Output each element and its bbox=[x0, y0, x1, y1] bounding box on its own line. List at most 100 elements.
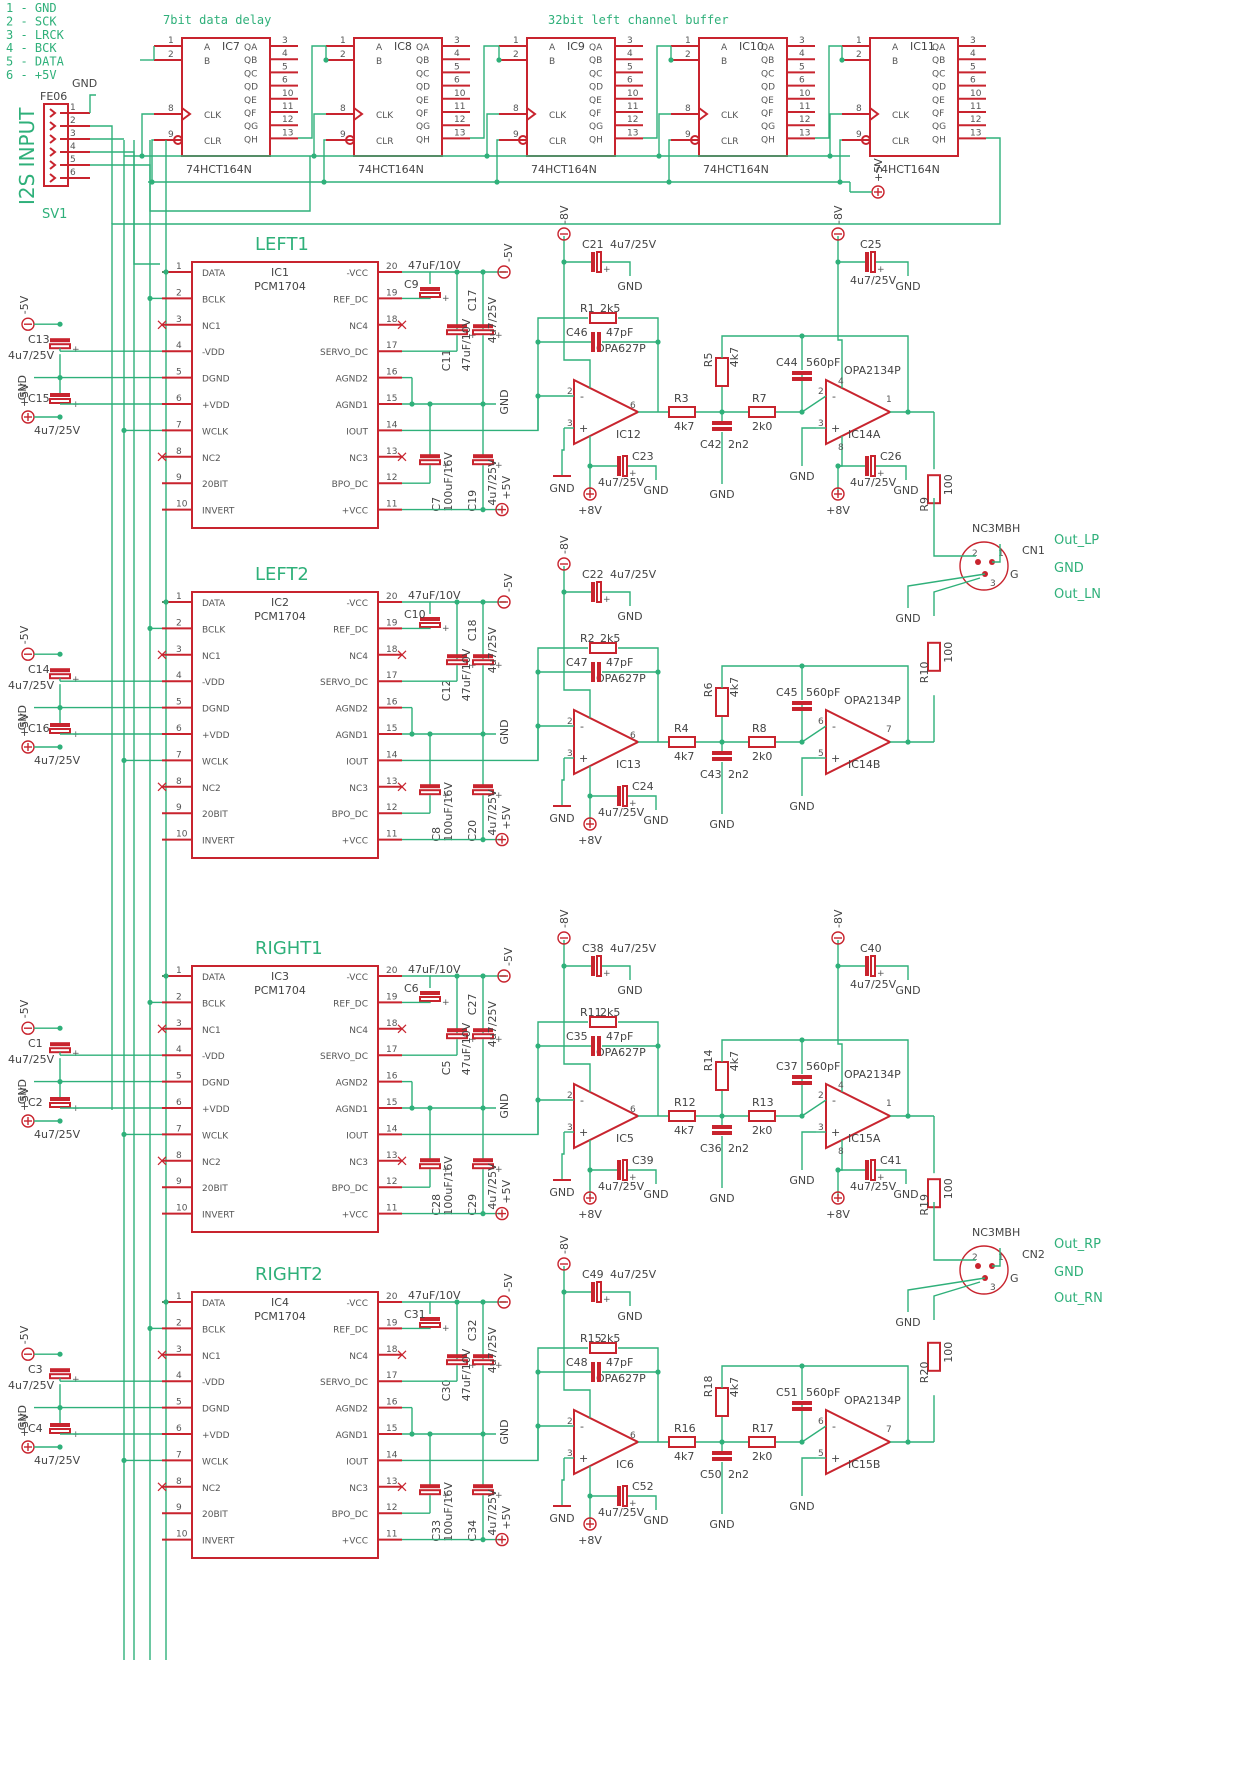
sr-pin-number: 1 bbox=[340, 36, 346, 46]
connector-pin-number: 5 bbox=[70, 155, 76, 165]
ground-label: GND bbox=[617, 984, 642, 997]
junction bbox=[163, 973, 169, 979]
res-value: 100 bbox=[942, 642, 955, 663]
cap-plate bbox=[50, 338, 70, 343]
nc-mark bbox=[397, 1482, 407, 1492]
res-ref: R18 bbox=[702, 1376, 715, 1398]
sr-pin-number: 2 bbox=[685, 50, 691, 60]
polarity-mark: + bbox=[72, 1375, 80, 1385]
supply-symbol: -5V bbox=[497, 243, 515, 279]
legend-line: 1 - GND bbox=[6, 1, 57, 15]
junction bbox=[57, 321, 63, 327]
res-value: 2k0 bbox=[752, 750, 772, 763]
cap-plate bbox=[50, 1042, 70, 1047]
cap-value: 47uF/10V bbox=[408, 589, 461, 602]
polarity-mark: + bbox=[877, 969, 885, 979]
dac-pin-number: 10 bbox=[176, 500, 188, 510]
cap-value: 4u7/25V bbox=[850, 476, 897, 489]
cap-plate bbox=[597, 662, 601, 682]
sr-pin-name: QH bbox=[761, 135, 775, 145]
wire bbox=[537, 317, 588, 431]
series-resistor bbox=[668, 1110, 696, 1122]
opamp-pin-number: 3 bbox=[567, 1123, 573, 1133]
cap-plate bbox=[472, 789, 494, 796]
sr-ref: IC9 bbox=[567, 40, 585, 53]
sr-pin-number: 1 bbox=[856, 36, 862, 46]
cap-value: 47uF/10V bbox=[460, 1022, 473, 1075]
ground-label: GND bbox=[895, 1316, 920, 1329]
supply-label: +8V bbox=[578, 834, 602, 847]
sr-pin-name: A bbox=[204, 43, 211, 53]
opamp-ref: IC15B bbox=[848, 1458, 880, 1471]
cap-ref: C44 bbox=[776, 356, 798, 369]
nc-mark bbox=[397, 1156, 407, 1166]
dac-pin-name: DATA bbox=[202, 269, 226, 279]
cap-value: 4u7/25V bbox=[34, 424, 81, 437]
connector-pin-label: Out_LN bbox=[1054, 587, 1101, 602]
sr-pin-number: 12 bbox=[970, 115, 981, 125]
input-cap-bottom: + bbox=[49, 723, 80, 740]
opamp-pin-number: 3 bbox=[818, 419, 824, 429]
cap-plate bbox=[419, 292, 441, 298]
cap-ref: C8 bbox=[430, 827, 443, 842]
cap-plate bbox=[50, 1423, 70, 1427]
plus-sign: + bbox=[831, 422, 840, 435]
dac-pin-name: NC2 bbox=[202, 454, 221, 464]
opamp-pin-number: 6 bbox=[630, 1431, 636, 1441]
junction bbox=[587, 793, 593, 799]
sr-pin-name: QD bbox=[761, 83, 775, 93]
connector-pin bbox=[49, 160, 57, 170]
cap-ref: C14 bbox=[28, 663, 50, 676]
sr-pin-number: 4 bbox=[970, 49, 976, 59]
dac-pin-name: AGND2 bbox=[336, 1079, 368, 1089]
polarity-mark: + bbox=[442, 1324, 450, 1334]
cap-plate bbox=[419, 789, 441, 796]
dac-pin-name: WCLK bbox=[202, 757, 229, 767]
dac-pin-number: 5 bbox=[176, 698, 182, 708]
polarity-mark: + bbox=[72, 675, 80, 685]
cap-value: 4u7/25V bbox=[486, 297, 499, 344]
cap-value: 2n2 bbox=[728, 1142, 749, 1155]
opamp-ref: IC14B bbox=[848, 758, 880, 771]
opamp-pin-number: 8 bbox=[838, 1147, 844, 1157]
opamp-part: OPA627P bbox=[596, 1372, 646, 1385]
sr-pin-number: 13 bbox=[454, 128, 465, 138]
dac-pin-number: 18 bbox=[386, 315, 398, 325]
sr-pin-name: QG bbox=[761, 122, 775, 132]
junction bbox=[905, 1113, 911, 1119]
ground-label: GND bbox=[498, 389, 511, 414]
connector-pin-number: 2 bbox=[972, 1253, 978, 1263]
cap-plate bbox=[49, 1047, 71, 1054]
wire bbox=[618, 1347, 659, 1442]
cap-plate bbox=[597, 1036, 601, 1056]
opamp-ref: IC15A bbox=[848, 1132, 881, 1145]
opamp-triangle bbox=[573, 708, 641, 776]
cap-ref: C17 bbox=[466, 290, 479, 312]
sr-pin-name: B bbox=[376, 57, 382, 67]
dac-pin-name: NC4 bbox=[349, 1026, 368, 1036]
junction bbox=[835, 963, 841, 969]
connector-pin-label: GND bbox=[1054, 561, 1084, 576]
junction bbox=[839, 57, 845, 63]
supply-symbol: -8V bbox=[831, 205, 845, 241]
ground-label: GND bbox=[16, 1405, 29, 1430]
cap-value: 4u7/25V bbox=[850, 978, 897, 991]
sr-pin-name: B bbox=[204, 57, 210, 67]
opamp-decoupling-cap: + bbox=[591, 1281, 611, 1305]
cap-value: 4u7/25V bbox=[850, 1180, 897, 1193]
cap-ref: C21 bbox=[582, 238, 604, 251]
cap-plate bbox=[50, 723, 70, 727]
wire bbox=[876, 965, 909, 980]
wire bbox=[563, 1266, 591, 1418]
dac-pin-number: 19 bbox=[386, 618, 398, 628]
dac-pin-name: +VCC bbox=[342, 837, 368, 847]
supply-label: +5V bbox=[500, 805, 513, 829]
cap-value: 560pF bbox=[806, 1060, 840, 1073]
cap-value: 47uF/10V bbox=[408, 1289, 461, 1302]
opamp-triangle bbox=[825, 1408, 893, 1476]
res-value: 4k7 bbox=[728, 677, 741, 697]
cap-ref: C6 bbox=[404, 982, 419, 995]
plus-sign: + bbox=[579, 1452, 588, 1465]
connector-body bbox=[959, 1245, 1009, 1295]
cap-value: 47pF bbox=[606, 1356, 633, 1369]
